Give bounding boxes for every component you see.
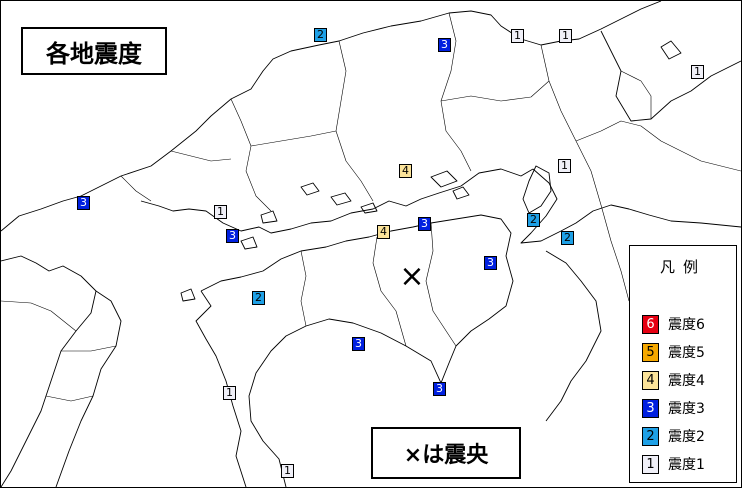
kinki-east [600, 30, 741, 122]
legend-label: 震度3 [668, 401, 705, 417]
legend-swatch: 1 [642, 454, 659, 474]
legend-row-6: 6 震度6 [642, 314, 705, 334]
kyushu-coast [1, 255, 97, 487]
intensity-marker[interactable]: 1 [511, 29, 524, 43]
intensity-marker[interactable]: 3 [352, 337, 365, 351]
legend: 凡例 6 震度6 5 震度5 4 震度4 3 震度3 2 震度2 1 震度1 [629, 245, 737, 483]
epicenter-note: ×は震央 [371, 427, 521, 479]
intensity-marker[interactable]: 3 [438, 38, 451, 52]
legend-swatch: 2 [642, 426, 659, 446]
legend-row-2: 2 震度2 [642, 426, 705, 446]
intensity-marker[interactable]: 2 [527, 213, 540, 227]
intensity-marker[interactable]: 3 [418, 217, 431, 231]
intensity-marker[interactable]: 3 [226, 229, 239, 243]
shikoku-west [195, 290, 247, 487]
intensity-marker[interactable]: 2 [314, 28, 327, 42]
intensity-marker[interactable]: 1 [559, 29, 572, 43]
legend-swatch: 4 [642, 370, 659, 390]
awaji-island [522, 165, 552, 214]
legend-row-4: 4 震度4 [642, 370, 705, 390]
intensity-marker[interactable]: 4 [377, 225, 390, 239]
legend-swatch: 6 [642, 314, 659, 334]
legend-title: 凡例 [659, 258, 706, 276]
kinki-coast [520, 168, 741, 244]
shikoku-coastline [200, 214, 514, 487]
intensity-marker[interactable]: 4 [399, 164, 412, 178]
legend-row-5: 5 震度5 [642, 342, 705, 362]
legend-row-1: 1 震度1 [642, 454, 705, 474]
honshu-south-coast [140, 168, 534, 234]
intensity-marker[interactable]: 1 [691, 65, 704, 79]
legend-label: 震度5 [668, 345, 705, 361]
intensity-marker[interactable]: 2 [252, 291, 265, 305]
legend-label: 震度2 [668, 429, 705, 445]
honshu-coastline [1, 1, 662, 232]
map-title: 各地震度 [21, 27, 167, 75]
intensity-marker[interactable]: 2 [561, 231, 574, 245]
intensity-marker[interactable]: 1 [214, 205, 227, 219]
legend-label: 震度4 [668, 373, 705, 389]
kyushu-east [55, 290, 122, 487]
intensity-marker[interactable]: 1 [281, 464, 294, 478]
legend-swatch: 3 [642, 398, 659, 418]
intensity-marker[interactable]: 3 [484, 256, 497, 270]
legend-swatch: 5 [642, 342, 659, 362]
legend-label: 震度6 [668, 317, 705, 333]
intensity-marker[interactable]: 1 [223, 386, 236, 400]
intensity-marker[interactable]: 3 [433, 382, 446, 396]
intensity-marker[interactable]: 3 [77, 196, 90, 210]
kii-peninsula [545, 250, 602, 422]
legend-label: 震度1 [668, 457, 705, 473]
intensity-marker[interactable]: 1 [558, 159, 571, 173]
epicenter-marker[interactable]: × [399, 259, 425, 294]
legend-row-3: 3 震度3 [642, 398, 705, 418]
